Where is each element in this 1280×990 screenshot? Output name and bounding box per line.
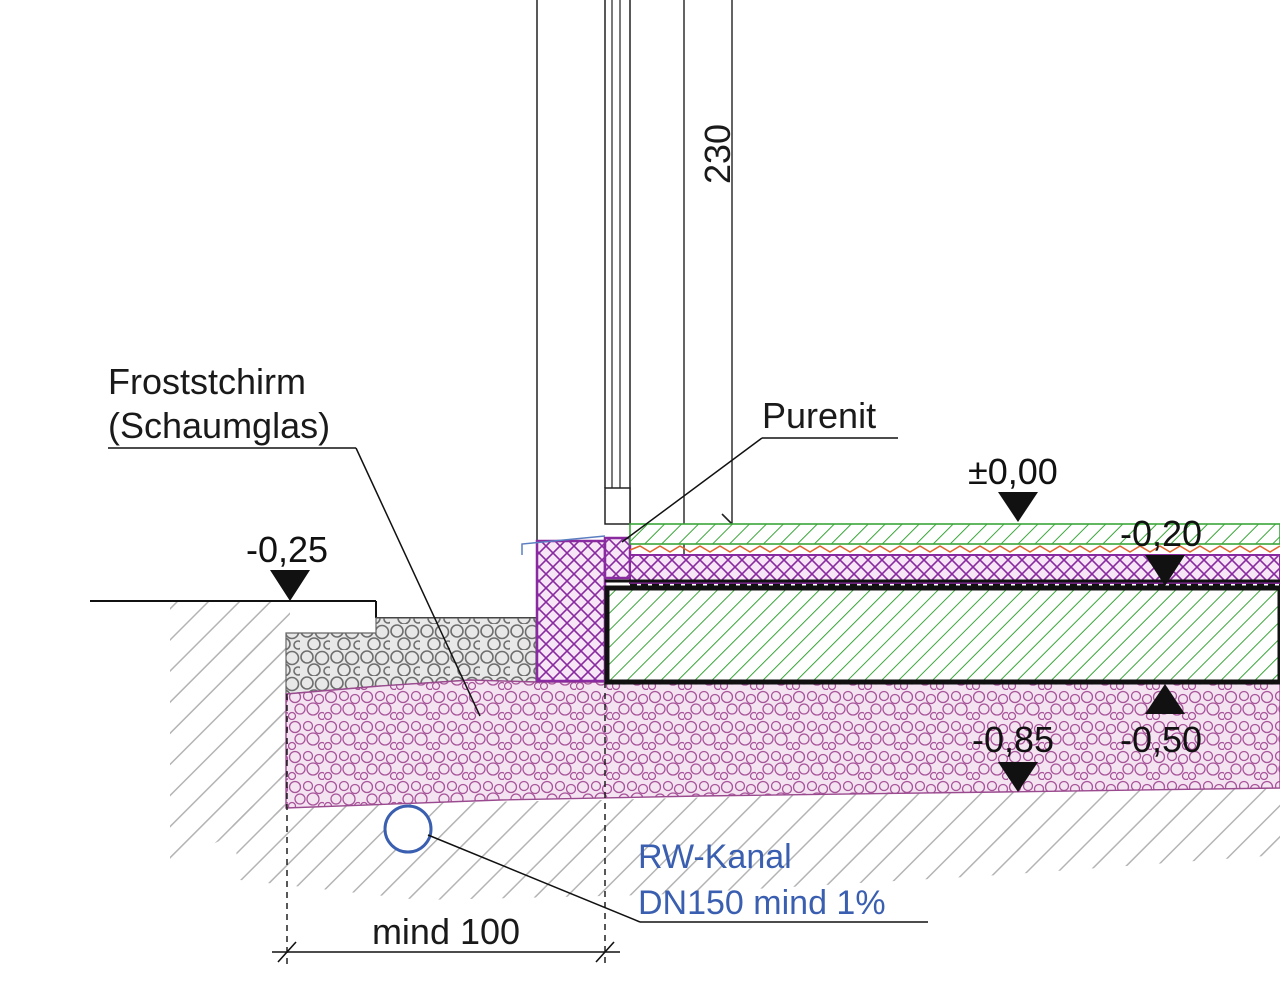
level-slab-bottom-label: -0,50	[1120, 719, 1202, 760]
earth-section-under-left	[220, 630, 290, 808]
level-floor-label: ±0,00	[968, 451, 1058, 492]
level-ground-label: -0,25	[246, 529, 328, 570]
frost-shield-foamglass	[285, 679, 1280, 809]
level-slab-top-label: -0,20	[1120, 513, 1202, 554]
frost-leader	[355, 447, 481, 717]
dimension-label-bottom: mind 100	[372, 911, 520, 952]
separation-layer	[629, 545, 1280, 553]
wall-base-plate	[604, 487, 631, 525]
level-ground-marker	[270, 570, 310, 601]
floor-slab	[604, 585, 1280, 685]
frost-shield-label-line1: Froststchirm	[108, 361, 306, 402]
dim-tick-left	[277, 941, 297, 963]
level-slab-top-marker	[1145, 555, 1185, 586]
drain-label-line2: DN150 mind 1%	[638, 884, 886, 922]
frost-shield-label-line2: (Schaumglas)	[108, 405, 330, 446]
dimension-label-vertical: 230	[697, 124, 738, 184]
drain-pipe	[383, 804, 433, 854]
floor-screed	[629, 523, 1280, 545]
drain-label-line1: RW-Kanal	[638, 838, 792, 876]
flashing-line	[521, 535, 606, 555]
purenit-leader	[621, 437, 763, 543]
purenit-label: Purenit	[762, 395, 876, 436]
purenit-block	[603, 536, 632, 580]
floor-insulation	[629, 554, 1280, 584]
level-gravel-bottom-label: -0,85	[972, 719, 1054, 760]
level-slab-bottom-marker	[1145, 684, 1185, 714]
earth-section-bottom	[230, 788, 1280, 900]
plinth-insulation	[535, 539, 607, 683]
level-floor-marker	[998, 492, 1038, 522]
drain-leader	[427, 834, 641, 923]
dim-tick-right	[595, 941, 615, 963]
level-gravel-bottom-marker	[998, 762, 1038, 792]
